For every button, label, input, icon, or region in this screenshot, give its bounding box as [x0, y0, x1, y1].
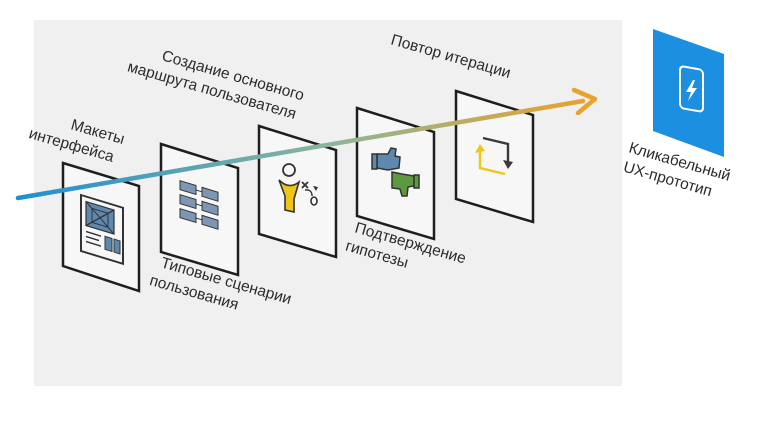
- arrow-head: [571, 87, 598, 116]
- stage-card-hypothesis: [355, 106, 436, 241]
- wireframe-icon: [80, 193, 124, 266]
- stage-card-mockups: [61, 161, 141, 293]
- thumbs-up-down-icon: [371, 147, 420, 197]
- stage-card-iteration: [454, 89, 535, 224]
- process-flow-arrow: [15, 98, 586, 201]
- result-card: [653, 29, 724, 157]
- stage-card-route: [257, 124, 338, 259]
- flowchart-icon: [179, 179, 219, 230]
- stage-card-scenarios: [159, 142, 240, 277]
- repeat-icon: [475, 136, 513, 176]
- smartphone-lightning-icon: [679, 65, 704, 113]
- user-route-icon: [278, 163, 318, 213]
